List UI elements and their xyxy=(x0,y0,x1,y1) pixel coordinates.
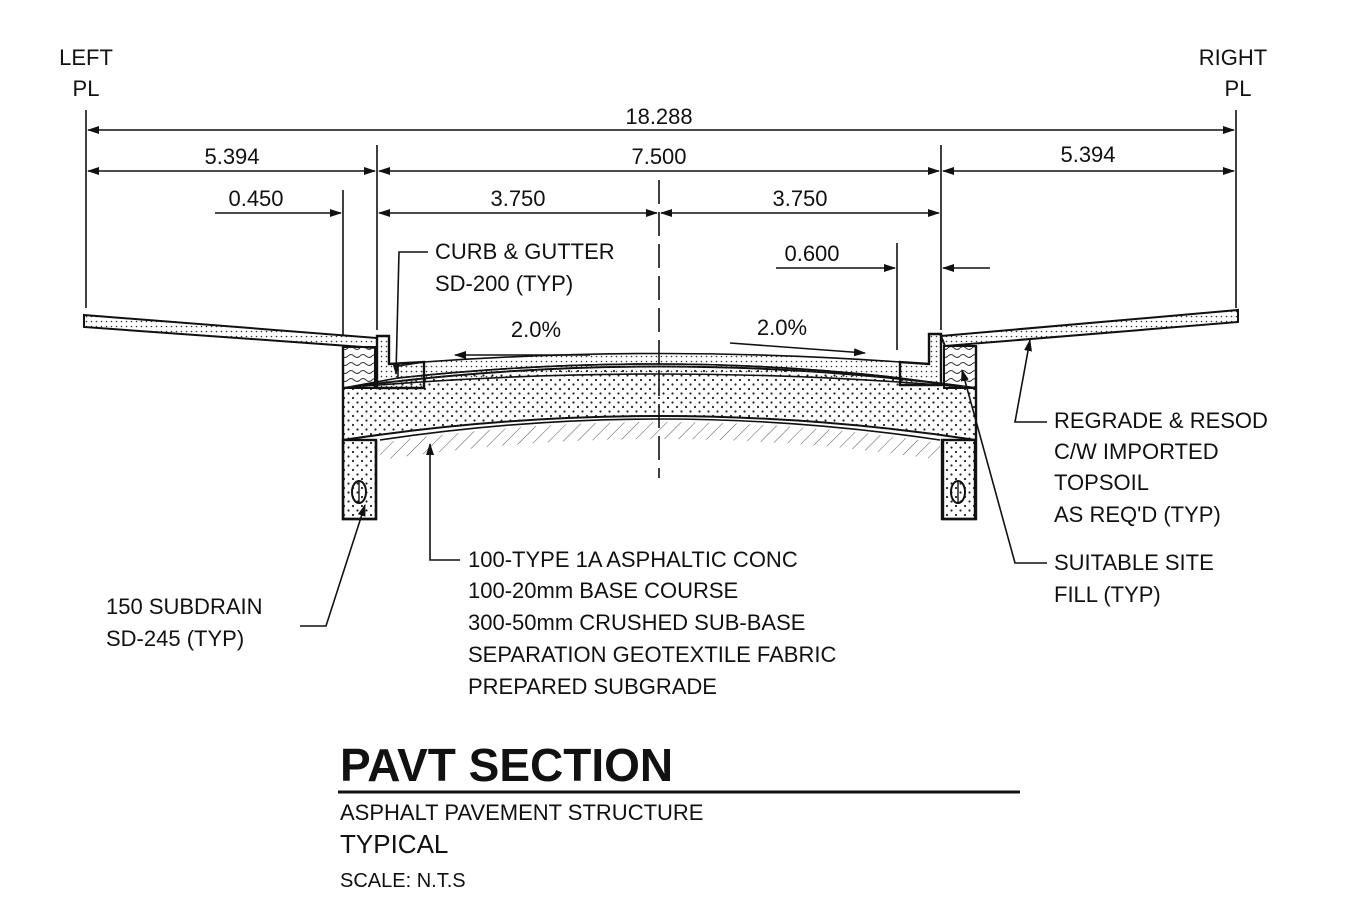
site-fill-line-2: FILL (TYP) xyxy=(1054,582,1161,607)
title-block: PAVT SECTION ASPHALT PAVEMENT STRUCTURE … xyxy=(338,739,1020,892)
drawing-subtitle: ASPHALT PAVEMENT STRUCTURE xyxy=(340,800,703,825)
site-fill-line-1: SUITABLE SITE xyxy=(1054,550,1214,575)
right-pl-label-1: RIGHT xyxy=(1199,45,1267,70)
slope-left: 2.0% xyxy=(511,317,561,342)
dim-left-lane: 3.750 xyxy=(490,186,545,211)
layer-sub-base: 300-50mm CRUSHED SUB-BASE xyxy=(468,610,805,635)
dim-right-boulevard: 5.394 xyxy=(1060,142,1115,167)
left-pl-label-1: LEFT xyxy=(59,45,113,70)
site-fill-callout: SUITABLE SITE FILL (TYP) xyxy=(1054,550,1214,607)
drawing-scale: SCALE: N.T.S xyxy=(340,870,466,892)
dimension-lines xyxy=(87,126,1235,359)
slope-labels: 2.0% 2.0% xyxy=(511,315,807,342)
pl-labels: LEFT PL RIGHT PL xyxy=(59,45,1267,101)
dimension-values: 18.288 5.394 7.500 5.394 0.450 3.750 3.7… xyxy=(204,104,1115,266)
pavement-structure xyxy=(83,308,1239,521)
layer-callout: 100-TYPE 1A ASPHALTIC CONC 100-20mm BASE… xyxy=(468,547,836,699)
layer-base-course: 100-20mm BASE COURSE xyxy=(468,578,738,603)
subdrain-callout: 150 SUBDRAIN SD-245 (TYP) xyxy=(106,594,263,651)
leader-lines xyxy=(300,251,1047,627)
regrade-callout: REGRADE & RESOD C/W IMPORTED TOPSOIL AS … xyxy=(1054,408,1268,527)
subdrain-line-2: SD-245 (TYP) xyxy=(106,626,244,651)
curb-gutter-line-1: CURB & GUTTER xyxy=(435,239,615,264)
left-pl-label-2: PL xyxy=(73,76,100,101)
regrade-line-1: REGRADE & RESOD xyxy=(1054,408,1268,433)
dim-left-offset: 0.450 xyxy=(228,186,283,211)
regrade-line-2: C/W IMPORTED xyxy=(1054,439,1219,464)
curb-gutter-line-2: SD-200 (TYP) xyxy=(435,271,573,296)
right-pl-label-2: PL xyxy=(1225,76,1252,101)
dim-right-offset: 0.600 xyxy=(784,241,839,266)
slope-right: 2.0% xyxy=(757,315,807,340)
drawing-title: PAVT SECTION xyxy=(340,739,673,791)
regrade-line-4: AS REQ'D (TYP) xyxy=(1054,502,1221,527)
drawing-typical: TYPICAL xyxy=(340,829,448,859)
dim-left-boulevard: 5.394 xyxy=(204,144,259,169)
subdrain-line-1: 150 SUBDRAIN xyxy=(106,594,263,619)
regrade-line-3: TOPSOIL xyxy=(1054,470,1149,495)
layer-geotextile: SEPARATION GEOTEXTILE FABRIC xyxy=(468,642,836,667)
dim-right-lane: 3.750 xyxy=(772,186,827,211)
dim-roadway: 7.500 xyxy=(631,144,686,169)
layer-asphalt: 100-TYPE 1A ASPHALTIC CONC xyxy=(468,547,798,572)
layer-subgrade: PREPARED SUBGRADE xyxy=(468,674,717,699)
extension-lines xyxy=(85,110,1237,478)
dim-overall: 18.288 xyxy=(625,104,692,129)
curb-gutter-callout: CURB & GUTTER SD-200 (TYP) xyxy=(435,239,615,296)
